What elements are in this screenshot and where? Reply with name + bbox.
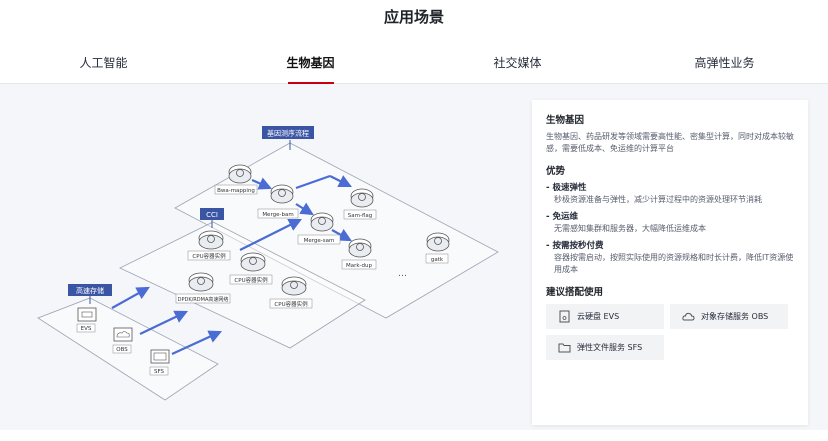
- advantage-title: 按需按秒付费: [552, 241, 604, 251]
- dash-icon: -: [546, 241, 550, 251]
- flow-ellipsis: …: [398, 269, 407, 279]
- node-sam-flag: Sam-flag: [343, 188, 377, 220]
- tab-bio-gene[interactable]: 生物基因: [207, 52, 414, 84]
- node-cpu-1: CPU容器实例: [187, 230, 231, 261]
- sfs-label: SFS: [154, 369, 165, 375]
- cpu-2-label: CPU容器实例: [234, 276, 268, 284]
- advantage-item: -免运维 无需感知集群和服务器，大幅降低运维成本: [546, 211, 794, 235]
- scenario-detail-panel: 生物基因 生物基因、药品研发等领域需要高性能、密集型计算，同时对成本较敏感，需要…: [532, 100, 808, 425]
- bwa-mapping-label: Bwa-mapping: [217, 188, 255, 194]
- combo-sfs-button[interactable]: 弹性文件服务 SFS: [546, 335, 664, 360]
- obs-label: OBS: [116, 347, 128, 353]
- panel-description: 生物基因、药品研发等领域需要高性能、密集型计算，同时对成本较敏感，需要低成本、免…: [546, 132, 794, 153]
- cci-label-box: [200, 208, 224, 220]
- combo-grid: 云硬盘 EVS 对象存储服务 OBS 弹性文件服务 SFS: [546, 304, 794, 360]
- storage-label-box: [68, 284, 112, 296]
- sam-flag-label: Sam-flag: [348, 213, 373, 219]
- mark-dup-label: Mark-dup: [346, 263, 373, 269]
- node-evs: EVS: [76, 307, 97, 333]
- combo-evs-label: 云硬盘 EVS: [577, 312, 620, 321]
- panel-title: 生物基因: [546, 115, 585, 126]
- cloud-icon: [682, 312, 695, 321]
- storage-label: 高速存储: [76, 286, 104, 295]
- advantage-desc: 秒极资源准备与弹性，减少计算过程中的资源处理环节消耗: [554, 195, 762, 204]
- page-title: 应用场景: [383, 8, 444, 26]
- node-merge-bam: Merge-bam: [257, 184, 299, 219]
- tab-ai[interactable]: 人工智能: [79, 56, 128, 70]
- combo-evs-button[interactable]: 云硬盘 EVS: [546, 304, 664, 329]
- cci-label: CCI: [206, 211, 218, 219]
- combo-obs-button[interactable]: 对象存储服务 OBS: [670, 304, 788, 329]
- node-cpu-3: CPU容器实例: [269, 276, 313, 309]
- combo-obs-label: 对象存储服务 OBS: [701, 312, 769, 321]
- node-mark-dup: Mark-dup: [341, 238, 377, 270]
- node-dpdk: DPDK/RDMA高速网络: [175, 272, 231, 304]
- cci-platform: [119, 221, 366, 349]
- gene-flow-label-box: [262, 126, 314, 139]
- dash-icon: -: [546, 183, 550, 193]
- cpu-1-label: CPU容器实例: [192, 252, 226, 260]
- node-gatk: gatk: [425, 232, 450, 264]
- combo-sfs-label: 弹性文件服务 SFS: [577, 343, 643, 352]
- advantage-item: -按需按秒付费 容器按需启动，按照实际使用的资源规格和时长计费，降低IT资源使用…: [546, 240, 794, 276]
- dash-icon: -: [546, 212, 550, 222]
- scenario-tabs: 人工智能 生物基因 社交媒体 高弹性业务: [0, 52, 828, 84]
- flow-arrows: [111, 174, 352, 355]
- gatk-label: gatk: [431, 257, 444, 263]
- merge-bam-label: Merge-bam: [262, 212, 293, 218]
- node-merge-sam: Merge-sam: [297, 212, 341, 245]
- cpu-3-label: CPU容器实例: [274, 300, 308, 308]
- node-sfs: SFS: [149, 349, 170, 376]
- advantages-title: 优势: [546, 166, 566, 177]
- dpdk-label: DPDK/RDMA高速网络: [178, 296, 229, 303]
- tab-high-elastic[interactable]: 高弹性业务: [694, 56, 755, 70]
- combo-title: 建议搭配使用: [546, 287, 604, 298]
- node-cpu-2: CPU容器实例: [229, 252, 273, 285]
- gene-flow-label: 基因测序流程: [267, 129, 309, 138]
- node-obs: OBS: [112, 327, 133, 354]
- node-bwa-mapping: Bwa-mapping: [214, 164, 258, 195]
- advantage-desc: 无需感知集群和服务器，大幅降低运维成本: [554, 224, 706, 233]
- folder-icon: [558, 343, 571, 353]
- disk-icon: [559, 310, 570, 323]
- merge-sam-label: Merge-sam: [304, 238, 335, 244]
- evs-label: EVS: [81, 326, 92, 332]
- advantage-desc: 容器按需启动，按照实际使用的资源规格和时长计费，降低IT资源使用成本: [554, 253, 794, 274]
- advantage-item: -极速弹性 秒极资源准备与弹性，减少计算过程中的资源处理环节消耗: [546, 182, 794, 206]
- tab-social-media[interactable]: 社交媒体: [493, 56, 542, 70]
- advantage-title: 极速弹性: [552, 183, 587, 193]
- stage-bottom-spacer: [0, 430, 828, 441]
- advantage-title: 免运维: [552, 212, 579, 222]
- architecture-diagram: 基因测序流程 CCI 高速存储 Bwa-mapping: [0, 84, 525, 430]
